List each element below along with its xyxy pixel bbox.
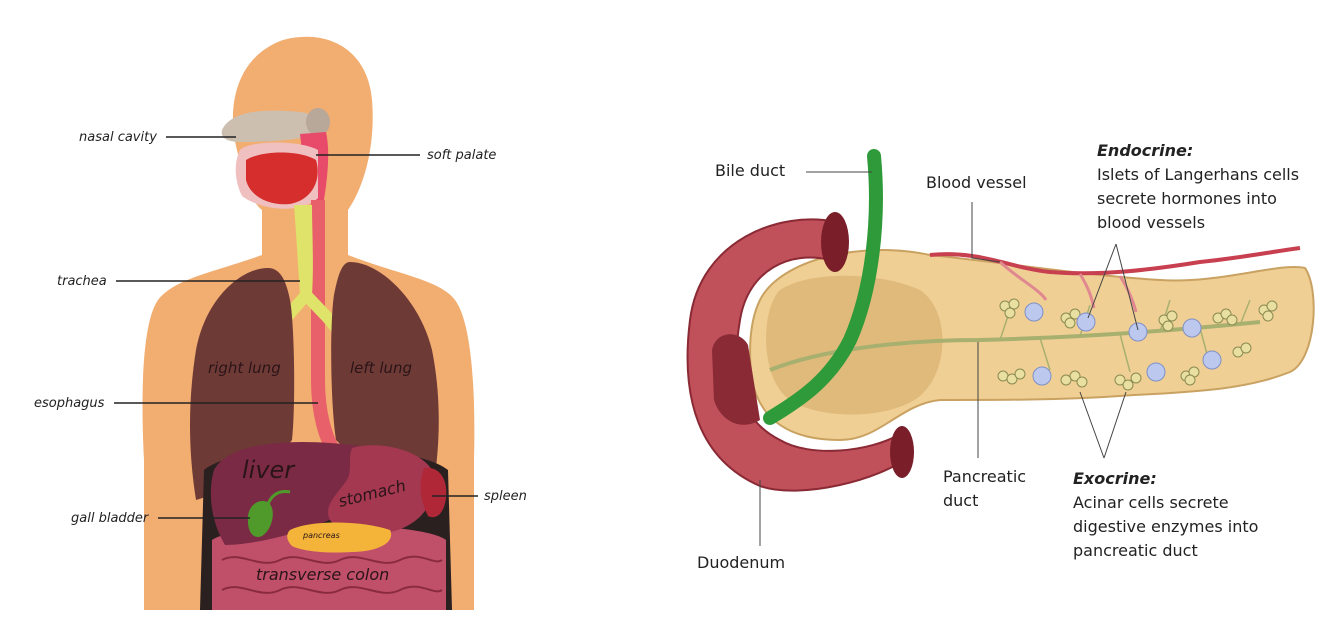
spleen-label: spleen [484,489,527,504]
exocrine-title: Exocrine: [1073,469,1157,488]
bile-duct-label: Bile duct [715,161,785,180]
tongue [246,152,318,205]
islets-of-langerhans [1024,302,1222,386]
stomach-shape [327,445,435,535]
endocrine-line-2: secrete hormones into [1097,189,1277,208]
endocrine-line-3: blood vessels [1097,213,1205,232]
exocrine-leader [1079,391,1127,459]
blood-vessel-leader [971,202,1001,263]
pancreas-shape [287,522,392,553]
transverse-colon-label: transverse colon [256,565,389,584]
nasal-cavity-shape [221,110,321,142]
acinar-clusters [997,298,1278,391]
duodenum-opening-bottom [890,426,914,478]
duodenum-opening-top [821,212,849,272]
body-diagram: right lung left lung liver stomach pancr… [34,36,527,611]
pancreatic-duct-shape [769,320,1261,372]
gall-bladder-label: gall bladder [71,511,150,526]
pancreatic-duct-label-1: Pancreatic [943,467,1026,486]
bile-duct-shape [763,149,883,425]
soft-palate-label: soft palate [427,148,496,163]
nasal-cavity-label: nasal cavity [79,130,157,145]
nasal-cavity-turbinate [306,108,330,136]
blood-vessel-shape [929,246,1301,276]
bronchi [270,289,344,338]
left-lung-label: left lung [350,359,412,377]
pancreas-diagram: Bile duct Blood vessel Endocrine: Islets… [686,141,1315,572]
trachea-label: trachea [57,274,107,289]
left-lung-shape [331,262,439,495]
bile-tube [266,490,291,505]
exocrine-line-2: digestive enzymes into [1073,517,1258,536]
liver-label: liver [242,456,296,484]
pancreatic-duct-label-2: duct [943,491,978,510]
right-lung-shape [190,268,295,500]
duodenum-inner [712,334,760,425]
trachea-shape [294,205,313,295]
endocrine-title: Endocrine: [1097,141,1193,160]
small-intestine [212,525,446,610]
endocrine-line-1: Islets of Langerhans cells [1097,165,1299,184]
duodenum-label: Duodenum [697,553,785,572]
gall-bladder-shape [247,500,273,538]
blood-vessel-branch [998,260,1138,313]
exocrine-line-1: Acinar cells secrete [1073,493,1229,512]
pancreas-small-label: pancreas [302,531,340,540]
intestine-loops [221,555,443,594]
exocrine-line-3: pancreatic duct [1073,541,1198,560]
esophagus-shape [310,200,346,465]
esophagus-label: esophagus [34,396,105,411]
spleen-shape [420,467,447,518]
endocrine-leader [1087,243,1139,331]
right-lung-label: right lung [208,359,281,377]
blood-vessel-label: Blood vessel [926,173,1027,192]
